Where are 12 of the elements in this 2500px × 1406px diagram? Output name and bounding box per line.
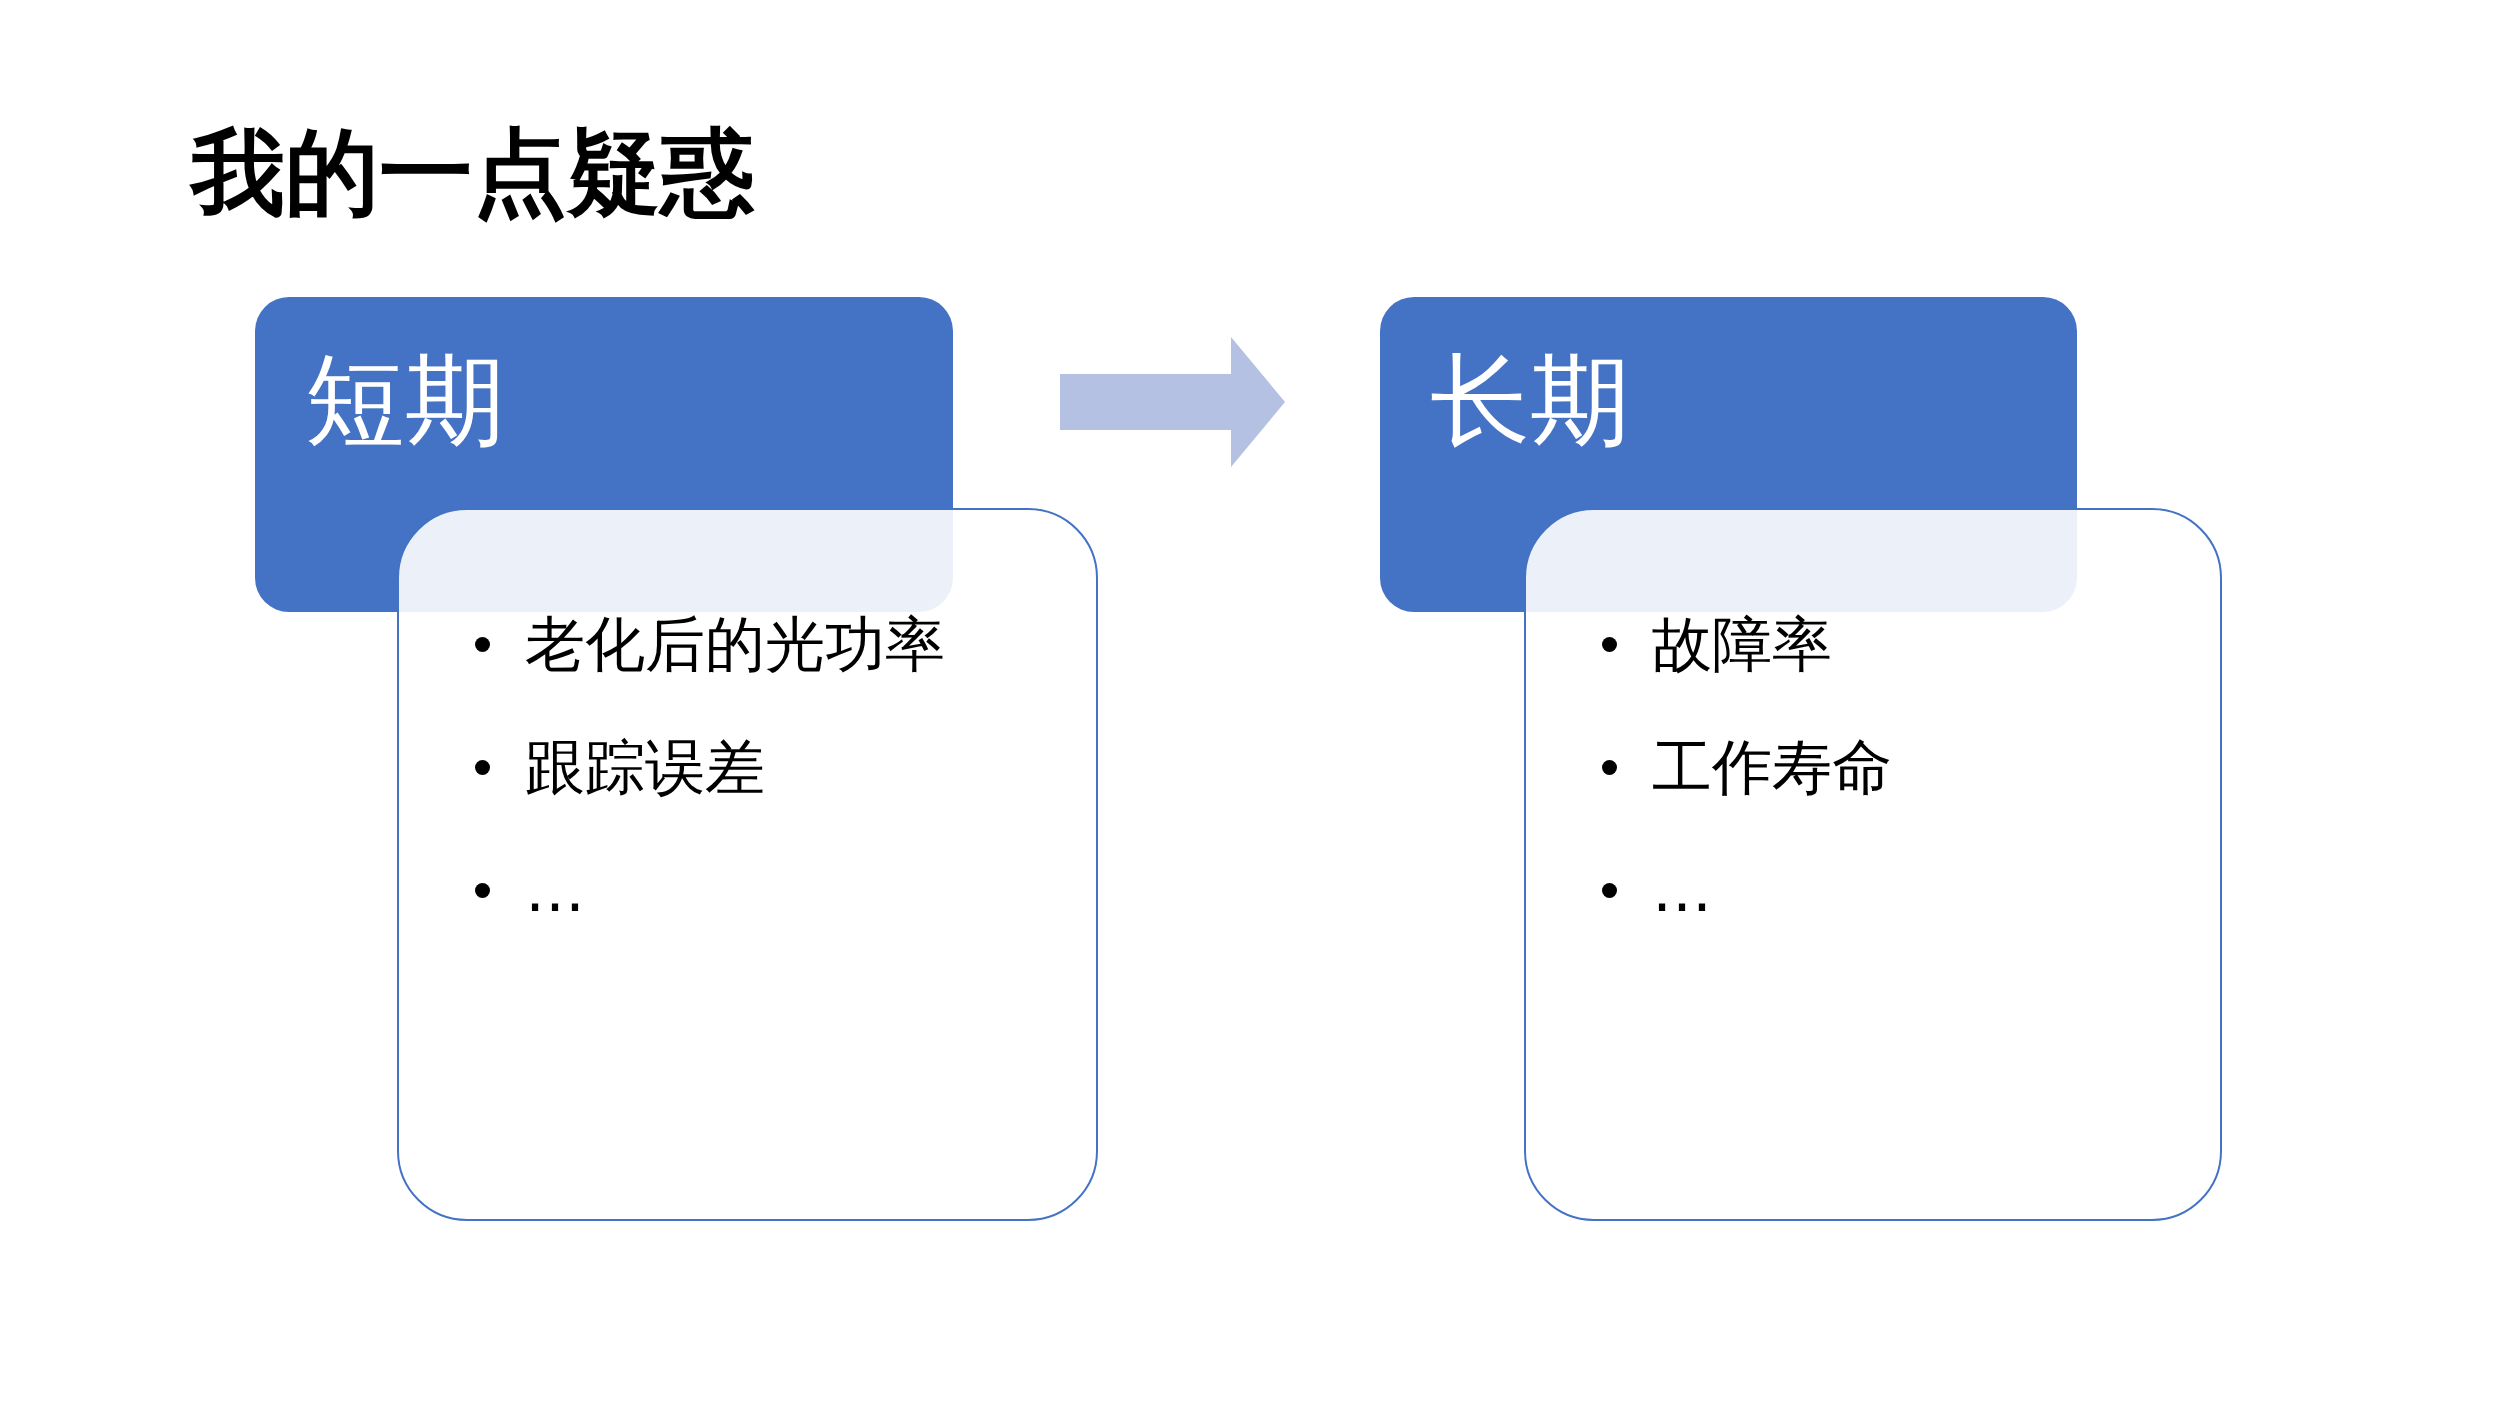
list-item: 老化后的光功率 xyxy=(525,609,945,679)
panel-heading: 长期 xyxy=(1430,341,1630,461)
panel-heading: 短期 xyxy=(305,341,505,461)
list-item: 跟踪误差 xyxy=(525,732,765,802)
list-card xyxy=(1524,508,2222,1221)
list-item: … xyxy=(1652,855,1712,925)
list-item: 工作寿命 xyxy=(1652,732,1892,802)
title: 我的一点疑惑 xyxy=(191,117,755,229)
list-card xyxy=(397,508,1098,1221)
block-arrow xyxy=(1060,337,1285,467)
list-item: … xyxy=(525,855,585,925)
list-item: 故障率 xyxy=(1652,609,1832,679)
